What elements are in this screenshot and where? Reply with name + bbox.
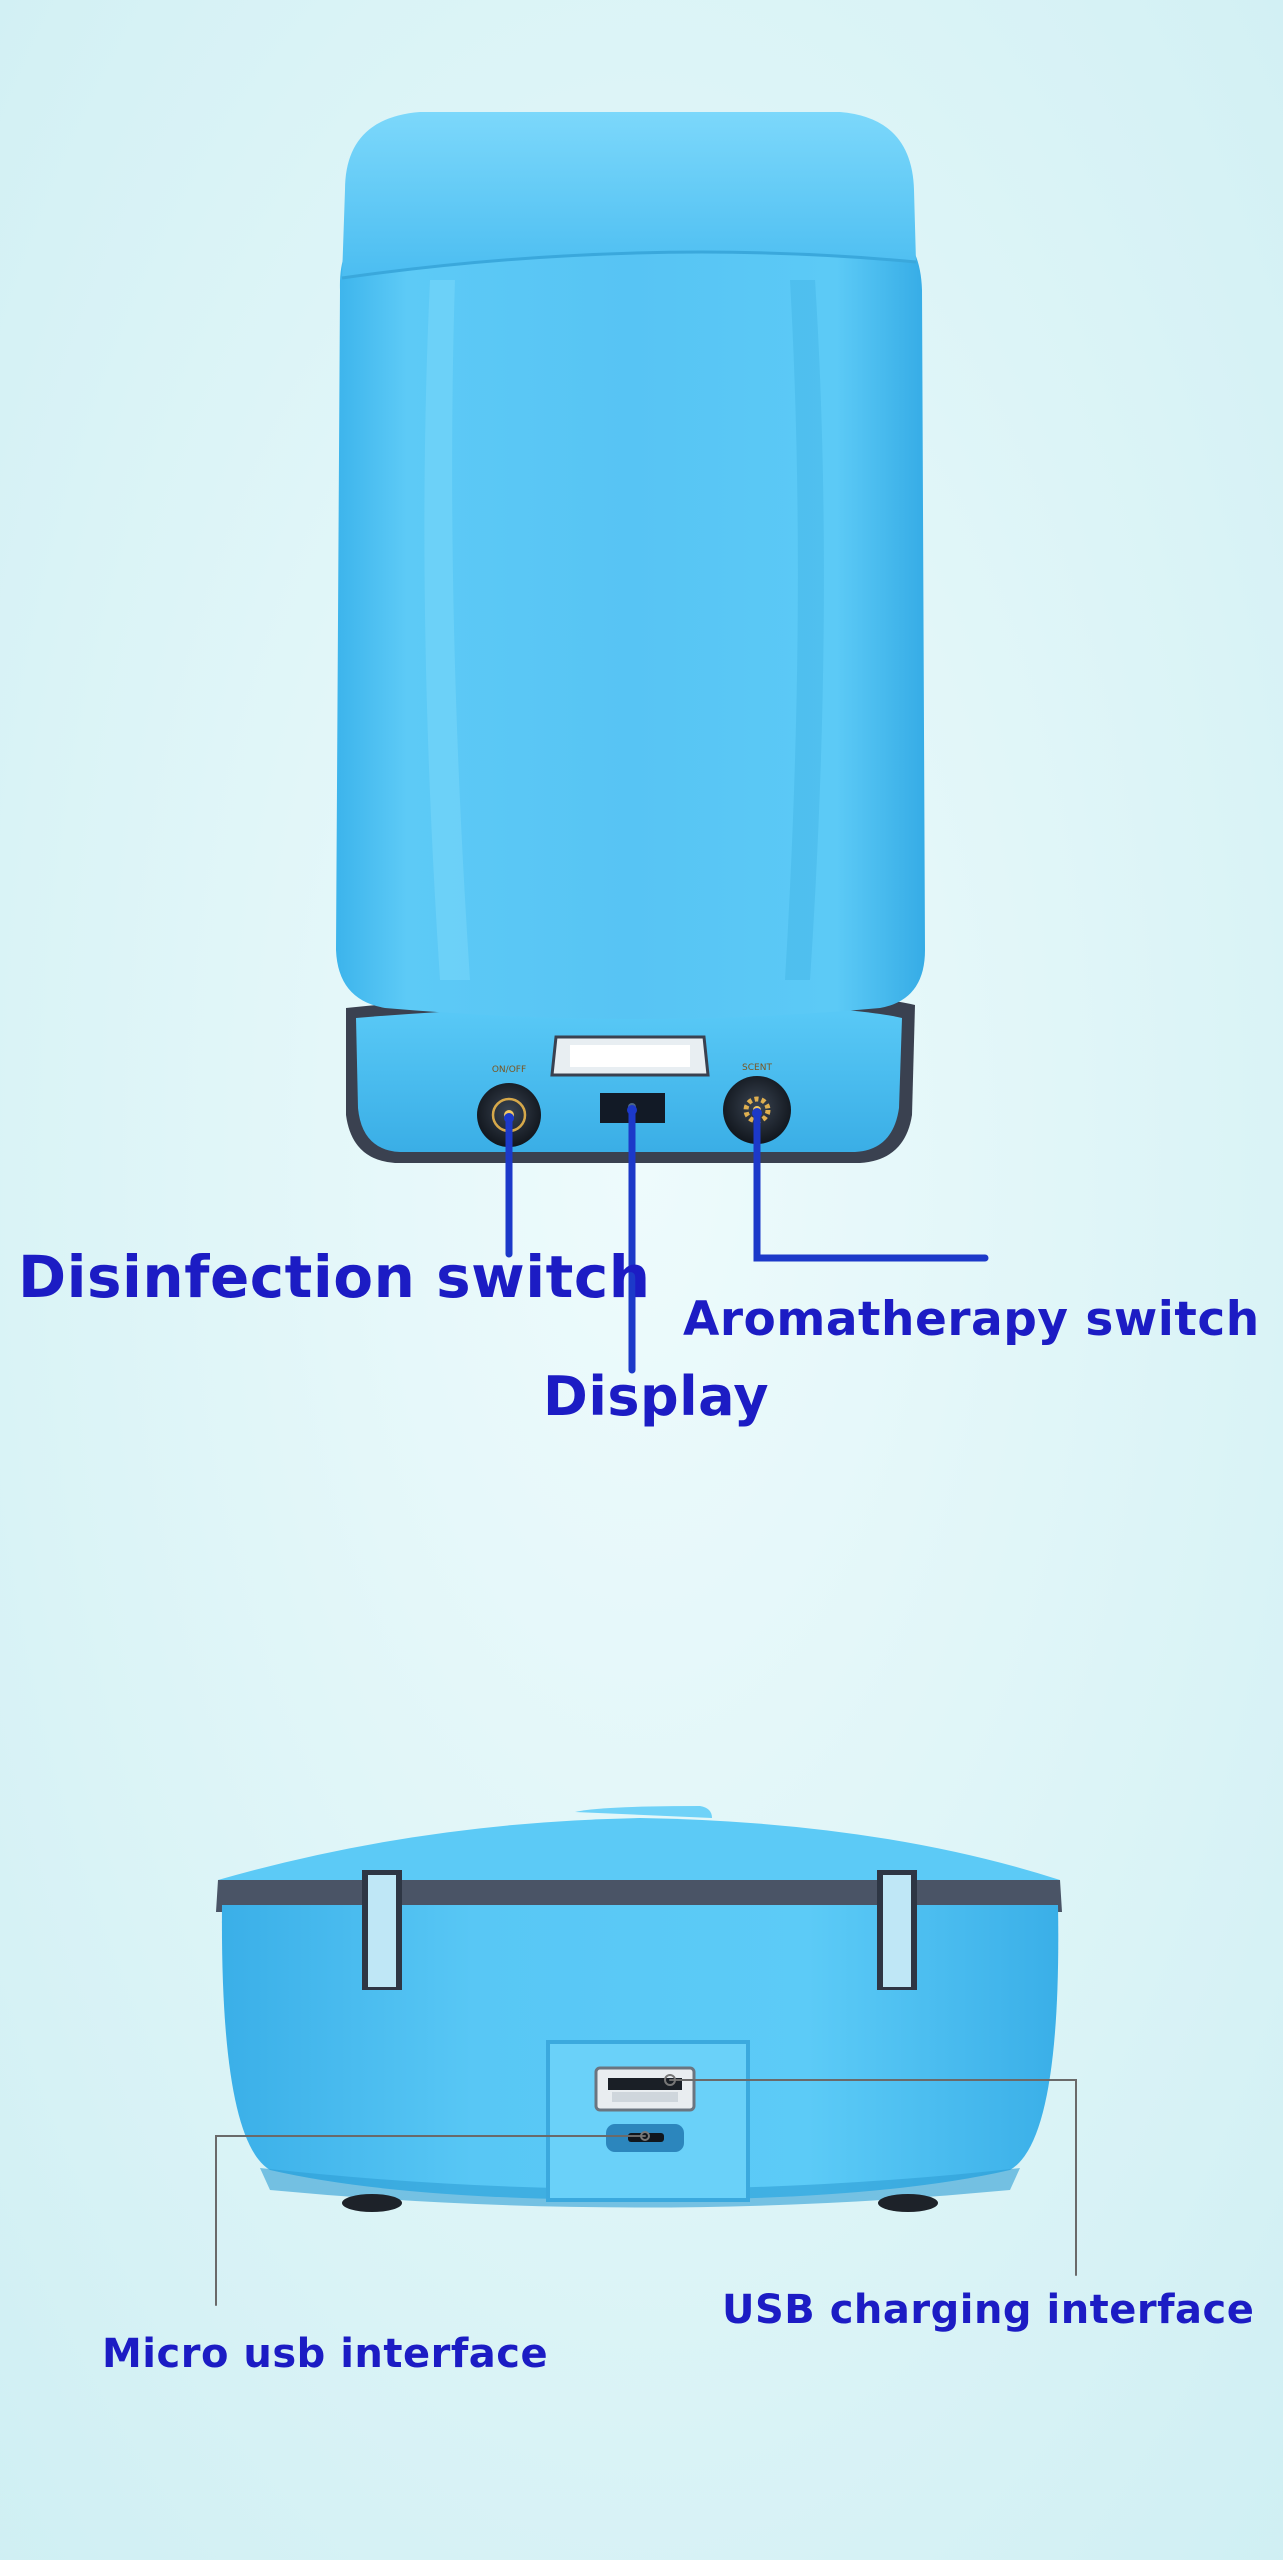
- aromatherapy-leader: [753, 1109, 989, 1262]
- front-body: [336, 225, 925, 1019]
- port-recess: [546, 2040, 750, 2202]
- svg-text:ON/OFF: ON/OFF: [492, 1065, 526, 1075]
- front-lid: [342, 112, 916, 278]
- sterilizer-back-view: [216, 1806, 1062, 2212]
- back-rim: [216, 1880, 1062, 1912]
- micro-usb-interface-label: Micro usb interface: [102, 2331, 549, 2377]
- micro-usb-leader: [215, 2135, 646, 2306]
- disinfection-switch-label: Disinfection switch: [18, 1243, 651, 1311]
- display-label: Display: [543, 1365, 770, 1428]
- usb-charging-leader: [669, 2079, 1077, 2276]
- aromatherapy-switch-label: Aromatherapy switch: [683, 1292, 1260, 1347]
- usb-charging-interface-label: USB charging interface: [722, 2287, 1255, 2333]
- svg-text:SCENT: SCENT: [742, 1063, 772, 1073]
- sterilizer-front-view: ON/OFF SCENT: [336, 112, 925, 1163]
- back-lid-top: [575, 1806, 712, 1818]
- micro-usb-port: [606, 2124, 684, 2152]
- leader-lines: [215, 1105, 1077, 2306]
- usb-a-port: [594, 2066, 696, 2112]
